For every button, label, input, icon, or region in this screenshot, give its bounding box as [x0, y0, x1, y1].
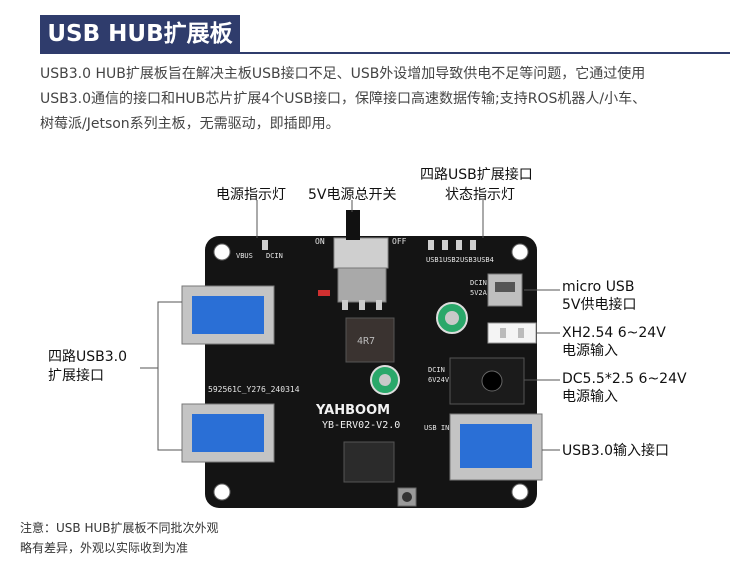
mount-hole — [511, 483, 529, 501]
status-led — [456, 240, 462, 250]
label-four-usb-1: 四路USB3.0 — [48, 349, 128, 365]
label-power-switch: 5V电源总开关 — [308, 187, 397, 203]
silk-off: OFF — [392, 237, 407, 246]
silk-inductor: 4R7 — [357, 336, 375, 347]
silk-usb3: USB3 — [460, 256, 477, 264]
red-led — [318, 290, 330, 296]
title-divider — [40, 52, 730, 54]
mount-hole — [511, 243, 529, 261]
batch-note-line-2: 略有差异，外观以实际收到为准 — [20, 541, 189, 555]
silk-dcin-led: DCIN — [266, 252, 283, 260]
silk-5v2a: 5V2A — [470, 289, 488, 297]
reset-button-cap — [402, 492, 412, 502]
label-xh254-1: XH2.54 6~24V — [562, 325, 666, 341]
board-model: YB-ERV02-V2.0 — [322, 420, 400, 431]
board-brand: YAHBOOM — [315, 403, 390, 418]
usb3-input-port-insert — [460, 424, 532, 468]
status-led — [428, 240, 434, 250]
label-status-led-1: 四路USB扩展接口 — [420, 167, 533, 183]
description: USB3.0 HUB扩展板旨在解决主板USB接口不足、USB外设增加导致供电不足… — [40, 62, 730, 137]
usb3-port-top-insert — [192, 296, 264, 334]
description-line-1: USB3.0 HUB扩展板旨在解决主板USB接口不足、USB外设增加导致供电不足… — [40, 66, 646, 82]
dc-jack-hole — [481, 370, 503, 392]
silk-usb2: USB2 — [443, 256, 460, 264]
label-dc55-2: 电源输入 — [562, 389, 618, 405]
silk-usb-in: USB IN — [424, 424, 449, 432]
power-switch-lever — [346, 210, 360, 240]
status-led — [470, 240, 476, 250]
label-dc55-1: DC5.5*2.5 6~24V — [562, 371, 687, 387]
hub-chip — [343, 441, 395, 483]
page-title: USB HUB扩展板 — [40, 15, 240, 53]
silk-vbus: VBUS — [236, 252, 253, 260]
regulator-pin — [376, 300, 382, 310]
power-switch-body — [333, 237, 389, 269]
label-power-led: 电源指示灯 — [216, 187, 286, 203]
description-line-2: USB3.0通信的接口和HUB芯片扩展4个USB接口，保障接口高速数据传输;支持… — [40, 91, 647, 107]
usb3-port-bottom-insert — [192, 414, 264, 452]
label-xh254-2: 电源输入 — [562, 343, 618, 359]
mount-hole — [213, 243, 231, 261]
silk-dcin-micro: DCIN — [470, 279, 487, 287]
power-led — [262, 240, 268, 250]
silk-serial: 592561C_Y276_240314 — [208, 385, 300, 394]
regulator-pin — [359, 300, 365, 310]
regulator — [337, 267, 387, 303]
silk-6v24v: 6V24V — [428, 376, 450, 384]
mount-hole — [213, 483, 231, 501]
silk-dcin-jack: DCIN — [428, 366, 445, 374]
capacitor-top — [379, 374, 391, 386]
callout-bracket — [157, 301, 182, 451]
inductor — [345, 317, 395, 363]
label-usb3-input: USB3.0输入接口 — [562, 443, 670, 459]
description-line-3: 树莓派/Jetson系列主板，无需驱动，即插即用。 — [40, 116, 340, 132]
silk-usb4: USB4 — [477, 256, 494, 264]
status-led — [442, 240, 448, 250]
batch-note-line-1: 注意：USB HUB扩展板不同批次外观 — [20, 521, 219, 535]
micro-usb-slot — [495, 282, 515, 292]
label-status-led-2: 状态指示灯 — [445, 187, 515, 203]
xh254-pin — [500, 328, 506, 338]
batch-note: 注意：USB HUB扩展板不同批次外观 略有差异，外观以实际收到为准 — [20, 518, 219, 558]
capacitor-top — [445, 311, 459, 325]
label-micro-usb-1: micro USB — [562, 279, 635, 295]
silk-usb1: USB1 — [426, 256, 443, 264]
label-four-usb-2: 扩展接口 — [48, 368, 104, 384]
xh254-pin — [518, 328, 524, 338]
label-micro-usb-2: 5V供电接口 — [562, 297, 637, 313]
silk-on: ON — [315, 237, 325, 246]
xh254-connector — [487, 322, 537, 344]
regulator-pin — [342, 300, 348, 310]
